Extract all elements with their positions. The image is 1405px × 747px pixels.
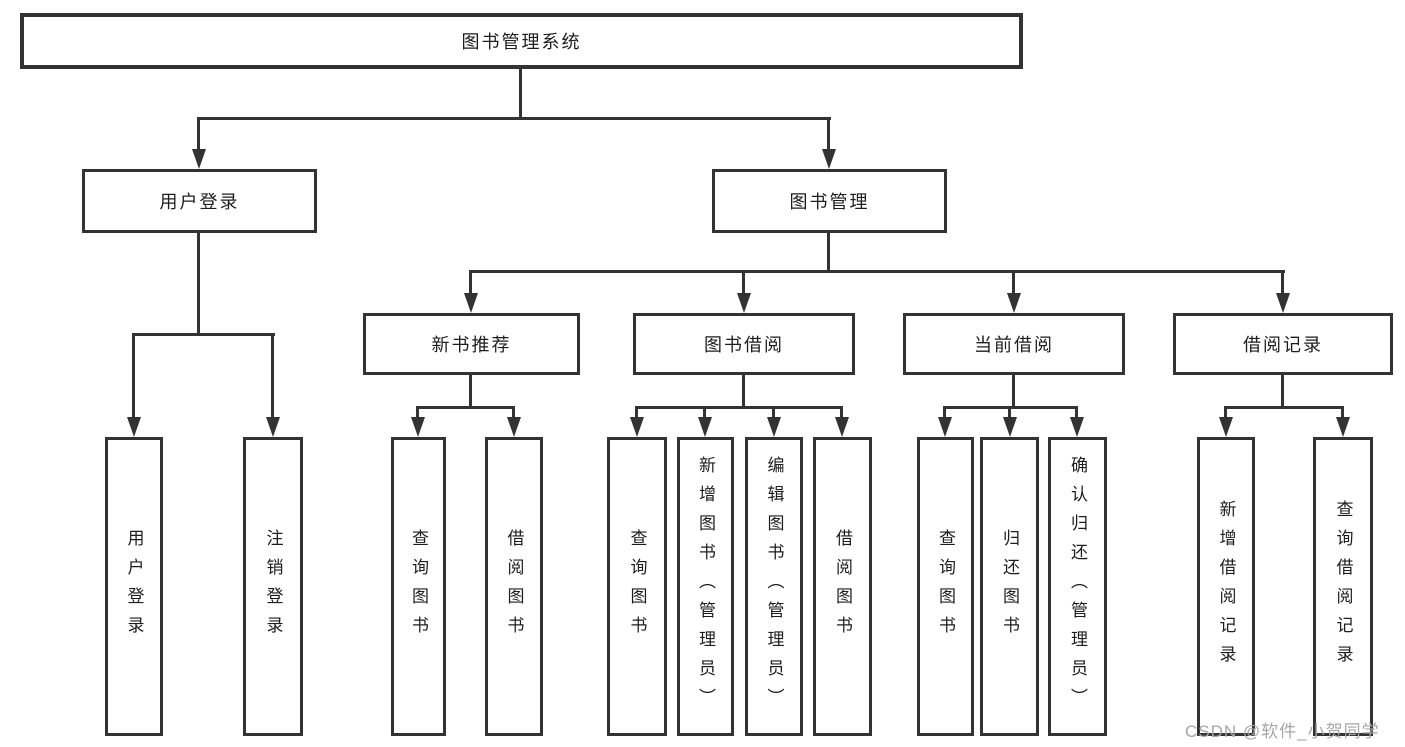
- leaf-confirm-return-admin: 确认归还（管理员）: [1048, 437, 1107, 736]
- arrow-down-icon: [464, 293, 478, 313]
- connector-line: [635, 406, 843, 409]
- leaf-label: 编辑图书（管理员）: [764, 456, 784, 717]
- arrow-down-icon: [266, 417, 280, 437]
- arrow-down-icon: [767, 417, 781, 437]
- connector-line: [1281, 375, 1284, 409]
- connector-line: [1075, 406, 1078, 419]
- arrow-down-icon: [737, 293, 751, 313]
- node-label: 当前借阅: [974, 335, 1054, 355]
- leaf-add-books-admin: 新增图书（管理员）: [677, 437, 734, 736]
- leaf-label: 查询图书: [409, 528, 428, 645]
- node-label: 新书推荐: [431, 335, 512, 355]
- connector-line: [1281, 270, 1284, 295]
- connector-line: [469, 270, 472, 295]
- node-label: 图书借阅: [704, 335, 784, 355]
- arrow-down-icon: [1070, 417, 1084, 437]
- connector-line: [132, 333, 135, 419]
- connector-line: [703, 406, 706, 419]
- connector-line: [1012, 270, 1015, 295]
- connector-line: [772, 406, 775, 419]
- connector-line: [827, 233, 830, 273]
- leaf-label: 注销登录: [263, 528, 283, 645]
- connector-line: [1224, 406, 1227, 419]
- leaf-label: 归还图书: [1000, 528, 1019, 645]
- node-label: 图书管理系统: [461, 32, 582, 52]
- connector-line: [197, 233, 200, 336]
- arrow-down-icon: [630, 417, 644, 437]
- leaf-label: 用户登录: [124, 528, 144, 645]
- connector-line: [197, 117, 200, 151]
- connector-line: [635, 406, 638, 419]
- connector-line: [197, 117, 831, 120]
- leaf-query-books-borrowing: 查询图书: [607, 437, 667, 736]
- leaf-label: 借阅图书: [833, 528, 852, 645]
- node-user-login: 用户登录: [82, 169, 317, 233]
- arrow-down-icon: [1276, 293, 1290, 313]
- node-borrowing-records: 借阅记录: [1173, 313, 1393, 375]
- connector-line: [416, 406, 515, 409]
- connector-line: [519, 69, 522, 119]
- connector-line: [840, 406, 843, 419]
- leaf-label: 查询图书: [627, 528, 647, 645]
- node-label: 用户登录: [159, 192, 240, 212]
- node-new-book-recommendation: 新书推荐: [363, 313, 580, 375]
- connector-line: [742, 375, 745, 409]
- arrow-down-icon: [835, 417, 849, 437]
- arrow-down-icon: [192, 149, 206, 169]
- connector-line: [132, 333, 275, 336]
- connector-line: [742, 270, 745, 295]
- leaf-return-books: 归还图书: [980, 437, 1039, 736]
- node-label: 图书管理: [789, 192, 870, 212]
- connector-line: [1341, 406, 1344, 419]
- arrow-down-icon: [127, 417, 141, 437]
- leaf-borrow-books-borrowing: 借阅图书: [813, 437, 872, 736]
- connector-line: [512, 406, 515, 419]
- connector-line: [469, 375, 472, 409]
- leaf-add-borrow-record: 新增借阅记录: [1197, 437, 1255, 736]
- connector-line: [943, 406, 946, 419]
- node-library-management-system: 图书管理系统: [20, 13, 1023, 69]
- connector-line: [1224, 406, 1344, 409]
- leaf-edit-books-admin: 编辑图书（管理员）: [745, 437, 803, 736]
- leaf-label: 查询图书: [936, 528, 955, 645]
- arrow-down-icon: [1336, 417, 1350, 437]
- arrow-down-icon: [507, 417, 521, 437]
- connector-line: [271, 333, 274, 419]
- connector-line: [1012, 375, 1015, 409]
- connector-line: [827, 117, 830, 151]
- leaf-label: 新增图书（管理员）: [696, 456, 715, 717]
- leaf-logout: 注销登录: [243, 437, 303, 736]
- leaf-user-login: 用户登录: [105, 437, 163, 736]
- leaf-label: 确认归还（管理员）: [1068, 456, 1087, 717]
- connector-line: [1008, 406, 1011, 419]
- arrow-down-icon: [1219, 417, 1233, 437]
- arrow-down-icon: [411, 417, 425, 437]
- leaf-borrow-books-recommend: 借阅图书: [485, 437, 543, 736]
- arrow-down-icon: [1003, 417, 1017, 437]
- leaf-label: 查询借阅记录: [1333, 499, 1353, 674]
- leaf-query-books-recommend: 查询图书: [391, 437, 446, 736]
- csdn-watermark: CSDN @软件_小贺同学: [1185, 722, 1380, 741]
- node-book-borrowing: 图书借阅: [633, 313, 855, 375]
- node-book-management: 图书管理: [712, 169, 947, 233]
- leaf-query-borrow-record: 查询借阅记录: [1313, 437, 1373, 736]
- node-current-borrowing: 当前借阅: [903, 313, 1125, 375]
- arrow-down-icon: [698, 417, 712, 437]
- leaf-label: 借阅图书: [504, 528, 524, 645]
- connector-line: [416, 406, 419, 419]
- leaf-query-books-current: 查询图书: [917, 437, 974, 736]
- arrow-down-icon: [938, 417, 952, 437]
- node-label: 借阅记录: [1243, 335, 1323, 355]
- connector-line: [469, 270, 1285, 273]
- arrow-down-icon: [822, 149, 836, 169]
- leaf-label: 新增借阅记录: [1216, 499, 1236, 674]
- arrow-down-icon: [1007, 293, 1021, 313]
